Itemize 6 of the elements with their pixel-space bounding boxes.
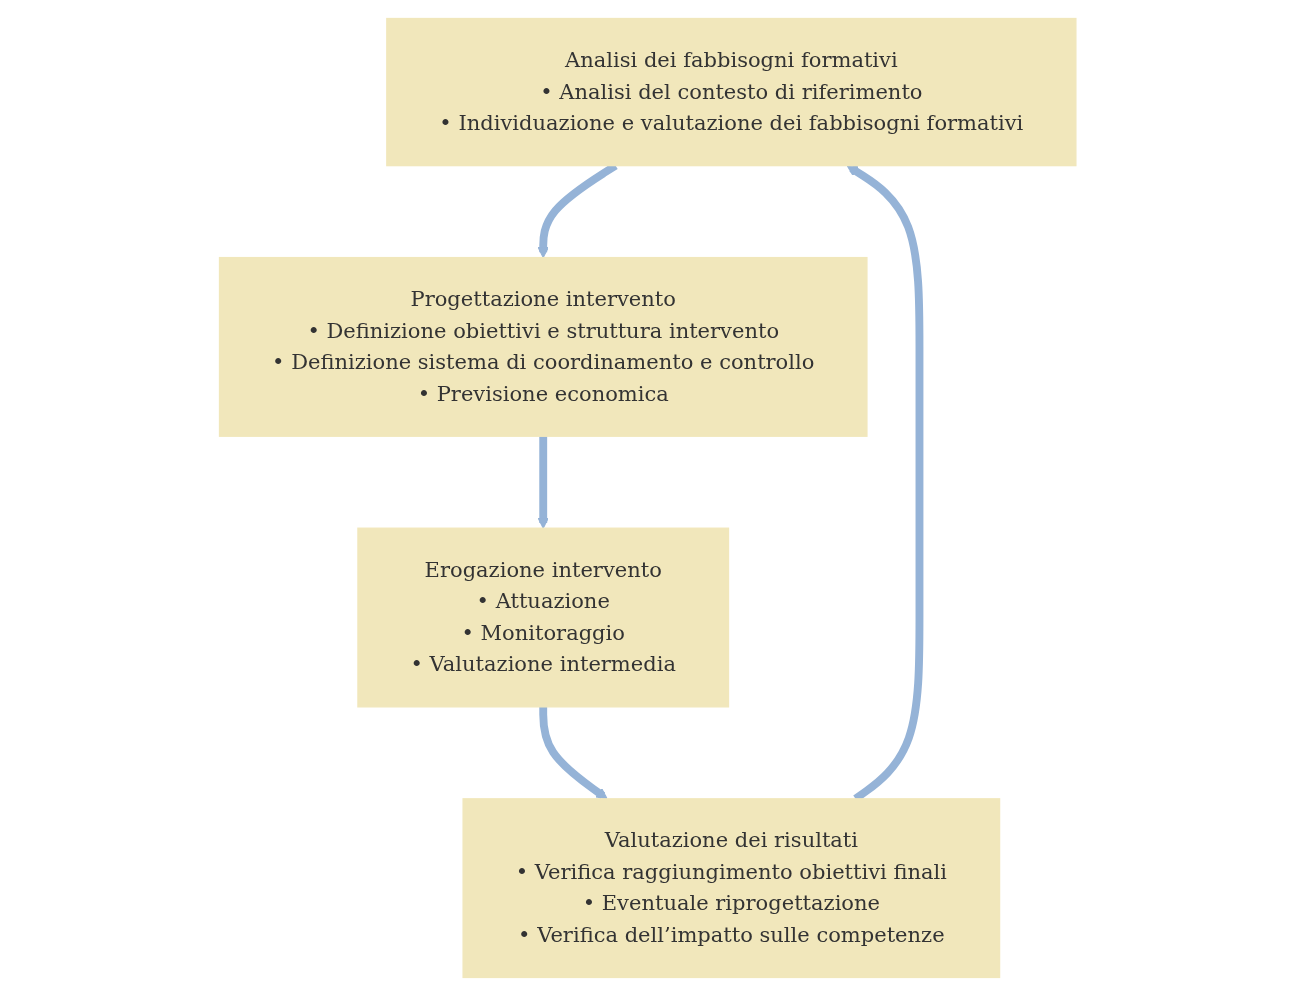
node-box: Valutazione dei risultati • Verifica raggiungimento obiettivi finali • Eventuale riprogettazione • Verifica dell’impatto sulle competenze — [462, 797, 1001, 978]
arrow — [539, 706, 608, 799]
node-box: Progettazione intervento • Definizione obiettivi e struttura intervento • Definizione sistema di coordinamento e controllo • Previsione economica — [218, 256, 868, 437]
node-box: Analisi dei fabbisogni formativi • Analisi del contesto di riferimento • Individuazione e valutazione dei fabbisogni formativi — [385, 17, 1077, 166]
node-box: Erogazione intervento • Attuazione • Monitoraggio • Valutazione intermedia — [357, 527, 729, 708]
arrow — [537, 435, 549, 529]
